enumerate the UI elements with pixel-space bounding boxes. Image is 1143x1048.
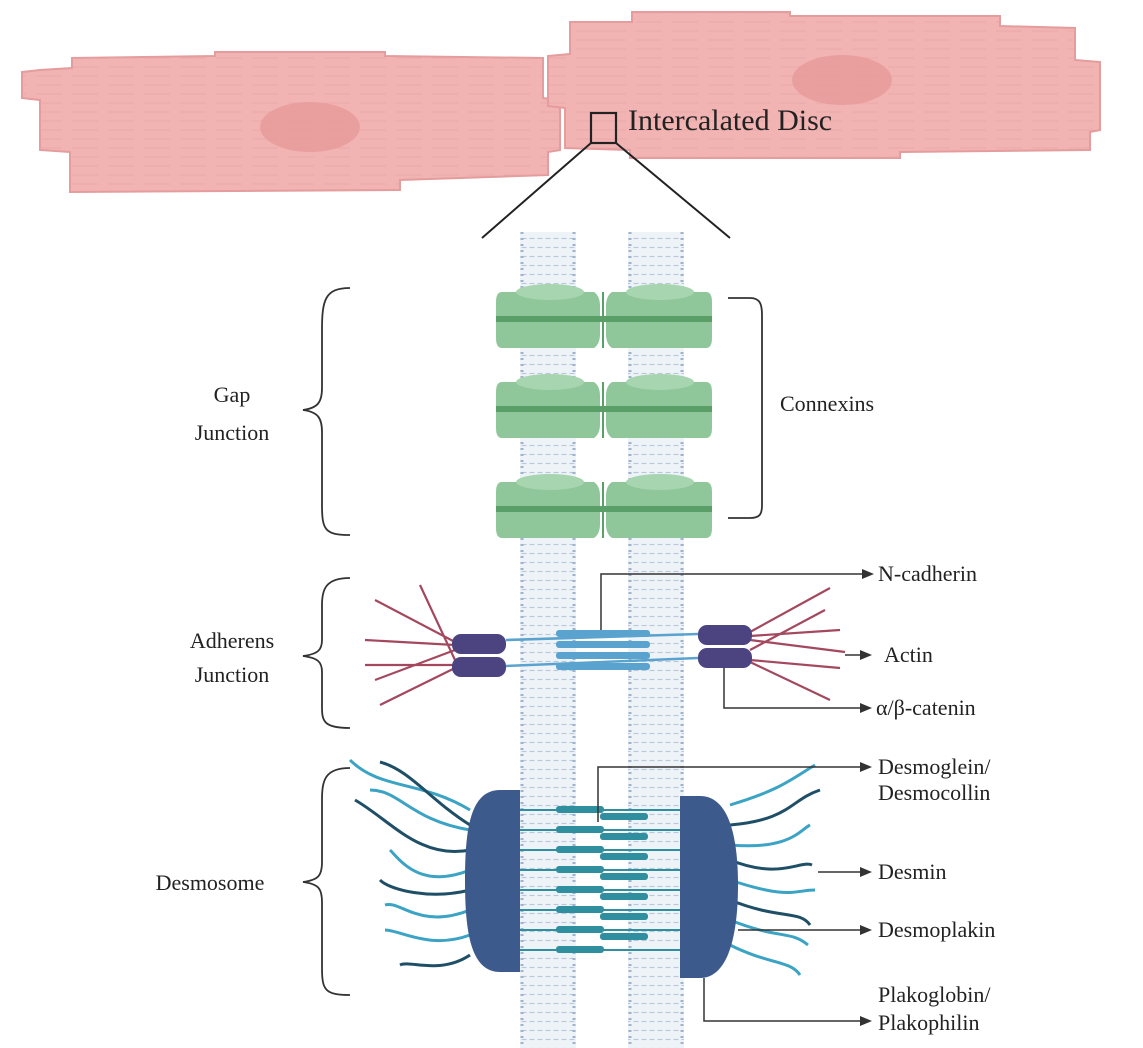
desmoplakin-plaque-right <box>680 796 738 978</box>
actin-filaments-left <box>365 585 455 705</box>
callout-plakoglobin <box>704 978 862 1021</box>
nucleus-right <box>792 55 892 105</box>
callout-catenin <box>724 668 862 708</box>
bracket-connexins <box>728 298 762 518</box>
arrowhead-actin <box>860 650 872 660</box>
arrowhead-n-cadherin <box>862 569 874 579</box>
label-desmocollin: Desmocollin <box>878 780 990 805</box>
arrowhead-catenin <box>860 703 872 713</box>
membrane-right <box>628 232 684 1048</box>
arrowhead-desmoplakin <box>860 925 872 935</box>
arrowhead-plakoglobin <box>860 1016 872 1026</box>
catenin-left <box>452 634 506 677</box>
cardiomyocyte-left <box>22 52 560 192</box>
label-connexins: Connexins <box>780 391 874 416</box>
desmoplakin-plaque-left <box>465 790 520 972</box>
desmin-filaments-right <box>730 765 820 975</box>
label-desmoplakin: Desmoplakin <box>878 917 995 942</box>
label-plakophilin: Plakophilin <box>878 1010 979 1035</box>
label-adherens-line2: Junction <box>195 662 270 687</box>
label-catenin: α/β-catenin <box>876 695 976 720</box>
arrowhead-desmin <box>860 867 872 877</box>
label-desmoglein: Desmoglein/ <box>878 754 991 779</box>
desmin-filaments-left <box>350 760 470 966</box>
nucleus-left <box>260 102 360 152</box>
label-n-cadherin: N-cadherin <box>878 561 977 586</box>
connexon-3 <box>496 474 712 538</box>
brace-adherens-junction <box>303 578 350 728</box>
connexon-2 <box>496 374 712 438</box>
label-adherens-line1: Adherens <box>190 628 274 653</box>
arrowhead-desmoglein <box>860 762 872 772</box>
label-desmin: Desmin <box>878 859 946 884</box>
brace-desmosome <box>303 768 350 995</box>
brace-gap-junction <box>303 288 350 535</box>
catenin-right <box>698 625 752 668</box>
label-actin: Actin <box>884 642 933 667</box>
actin-filaments-right <box>750 588 845 700</box>
label-plakoglobin: Plakoglobin/ <box>878 982 991 1007</box>
label-gap-junction-line1: Gap <box>214 382 251 407</box>
label-desmosome: Desmosome <box>156 870 265 895</box>
label-gap-junction-line2: Junction <box>195 420 270 445</box>
intercalated-disc-title: Intercalated Disc <box>628 104 832 137</box>
connexon-1 <box>496 284 712 348</box>
